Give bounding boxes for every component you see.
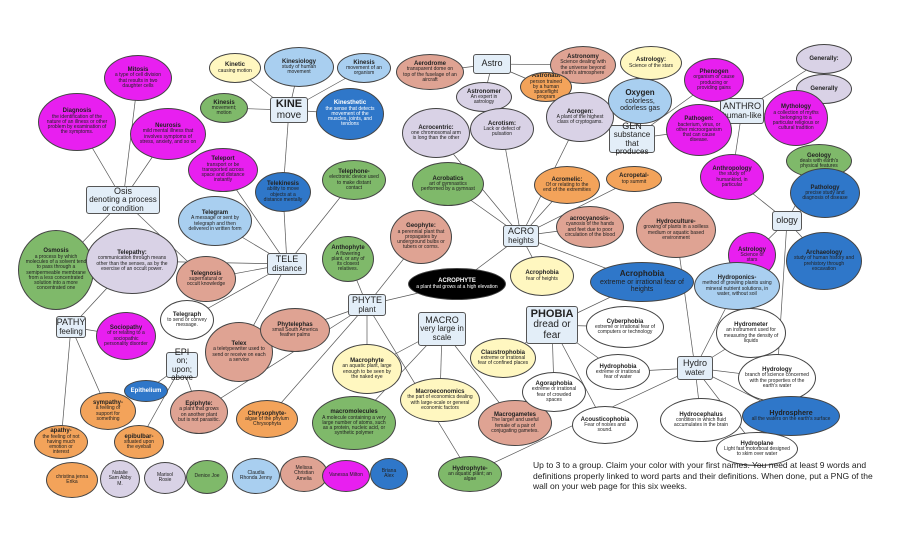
connector-line <box>60 326 72 443</box>
node-chrysophyte[interactable]: Chrysophyte-algae of the phylum Chrysoph… <box>236 400 298 438</box>
node-telepathy[interactable]: Telepathy:communication through means ot… <box>86 228 178 294</box>
node-astrology[interactable]: Astrology:Science of the stars <box>620 46 682 80</box>
node-acrocentric[interactable]: Acrocentric:one chromosomal arm is long … <box>402 108 470 158</box>
node-acrogen[interactable]: Acrogen:A plant of the highest class of … <box>546 92 614 142</box>
group-oval-lavender[interactable]: Natalie Sam Abby M. <box>100 460 140 498</box>
node-generally[interactable]: Generally: <box>796 44 852 74</box>
root-ology[interactable]: ology <box>772 211 802 231</box>
node-sympathy[interactable]: sympathy-a feeling of support for someth… <box>80 392 136 430</box>
instructions-note: Up to 3 to a group. Claim your color wit… <box>533 460 873 492</box>
group-oval-green[interactable]: Denice Joe <box>186 460 228 494</box>
root-astro[interactable]: Astro <box>473 54 511 74</box>
group-oval-salmon[interactable]: Melissa Christian Amelia <box>280 456 328 492</box>
node-pathogen[interactable]: Pathogen:bacterium, virus, or other micr… <box>666 104 732 156</box>
node-hydroculture[interactable]: Hydroculture-growing of plants in a soil… <box>636 202 716 258</box>
node-telephone[interactable]: Telephone-electronic device used to make… <box>322 160 386 200</box>
group-oval-lightblue[interactable]: Claudia Rhonda Jenny <box>232 458 280 494</box>
group-oval-blue[interactable]: Briana Alex <box>370 458 408 490</box>
node-epibulbar[interactable]: epibulbar-situated upon the eyeball <box>114 425 164 459</box>
node-apathy[interactable]: apathy-the feeling of not having much em… <box>34 425 88 459</box>
group-oval-magenta[interactable]: Vanessa Milton <box>322 460 370 492</box>
node-hydrophyte[interactable]: Hydrophyte-an aquatic plant; an algae <box>438 456 502 492</box>
group-oval-orange[interactable]: christina jenna Erika <box>46 462 98 498</box>
group-oval-gray[interactable]: Marisol Rosie <box>144 462 186 494</box>
node-acrocyanosis[interactable]: acrocyanosis-cyanosis of the hands and f… <box>556 206 624 248</box>
node-geophyte[interactable]: Geophyte:a perennial plant that propagat… <box>390 210 452 264</box>
node-epiphyte[interactable]: Epiphyte:a plant that grows on another p… <box>170 390 228 434</box>
node-epithelium[interactable]: Epithelium <box>124 380 168 402</box>
connector-line <box>266 304 368 420</box>
node-acromelic[interactable]: Acromelic:Of or relating to the end of t… <box>534 166 600 204</box>
connector-line <box>776 220 788 379</box>
node-hydroponics[interactable]: Hydroponics-method of growing plants usi… <box>694 262 780 310</box>
node-acropetal[interactable]: Acropetal-top summit <box>606 166 662 192</box>
connector-line <box>198 304 368 413</box>
node-acrotism[interactable]: Acrotism:Lack or defect of pulsation <box>470 108 534 150</box>
